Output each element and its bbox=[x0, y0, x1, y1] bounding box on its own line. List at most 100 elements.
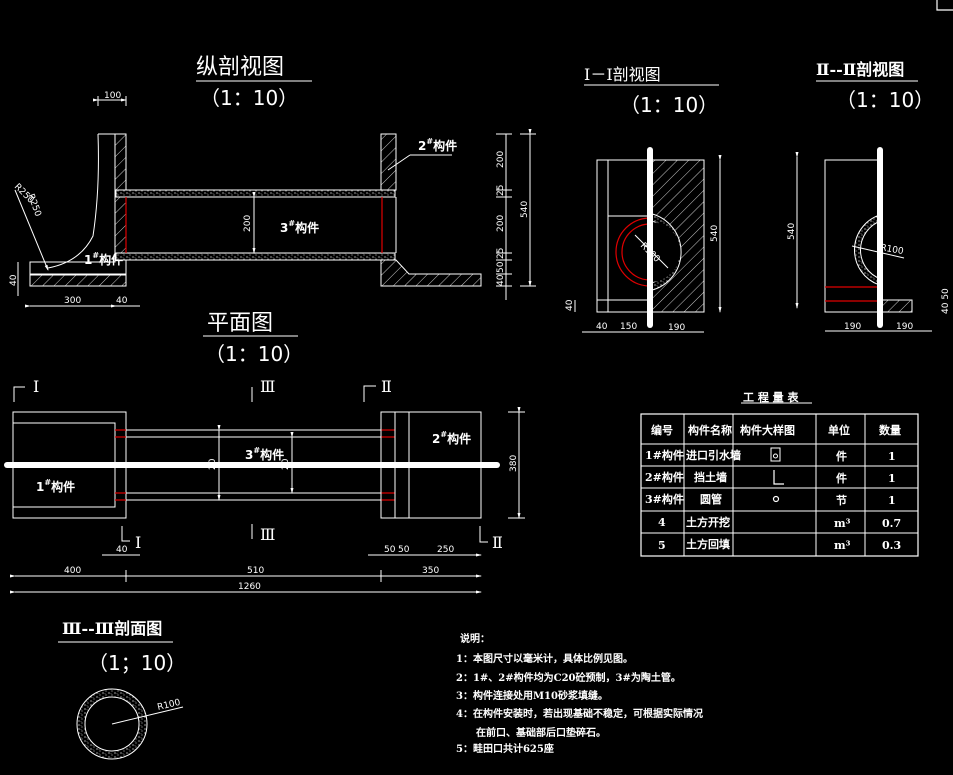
section1-title: Ⅰ－Ⅰ剖视图 bbox=[584, 65, 661, 84]
plan-title: 平面图 bbox=[207, 311, 273, 336]
longitudinal-scale: （1：10） bbox=[200, 86, 298, 110]
table-title: 工 程 量 表 bbox=[743, 390, 799, 404]
part1-curve bbox=[47, 133, 99, 269]
section-2-view: Ⅱ--Ⅱ剖视图 （1：10） R100 540 190 190 40 50 bbox=[787, 60, 951, 332]
header-name: 构件名称 bbox=[688, 423, 732, 437]
section2-side: 40 50 bbox=[941, 288, 951, 314]
section1-w150: 150 bbox=[620, 322, 637, 332]
plan-mark-2-top: Ⅱ bbox=[381, 377, 392, 396]
plan-part2-label: 2#构件 bbox=[432, 430, 471, 446]
note-4-cont: 在前口、基础部后口垫碎石。 bbox=[456, 726, 606, 739]
row5-id: 5 bbox=[658, 539, 666, 552]
dim-300: 300 bbox=[64, 296, 81, 306]
row1-qty: 1 bbox=[888, 450, 896, 463]
plan-dim-250: 250 bbox=[437, 545, 454, 555]
row1-unit: 件 bbox=[836, 449, 847, 463]
row4-qty: 0.7 bbox=[882, 517, 901, 530]
box-with-circle-icon bbox=[770, 447, 781, 462]
row5-unit: m³ bbox=[834, 539, 851, 552]
plan-mark-2-bottom: Ⅱ bbox=[492, 533, 503, 552]
row3-name: 圆管 bbox=[700, 492, 722, 506]
section-1-view: Ⅰ－Ⅰ剖视图 （1：10） R100 540 40 40 150 190 bbox=[565, 65, 722, 333]
header-unit: 单位 bbox=[828, 423, 850, 437]
section2-w190b: 190 bbox=[896, 322, 913, 332]
plan-mark-3-bottom: Ⅲ bbox=[260, 525, 275, 544]
note-5: 5：畦田口共计625座 bbox=[456, 742, 554, 755]
longitudinal-title: 纵剖视图 bbox=[196, 55, 284, 80]
section1-scale: （1：10） bbox=[620, 93, 718, 117]
row3-unit: 节 bbox=[836, 493, 847, 507]
section2-w190a: 190 bbox=[844, 322, 861, 332]
row4-name: 土方开挖 bbox=[686, 515, 730, 529]
table-row: 2#构件 挡土墙 件 1 bbox=[645, 470, 896, 485]
dim-40-left: 40 bbox=[9, 274, 19, 286]
row5-name: 土方回填 bbox=[686, 537, 730, 551]
dim-chain-5: 40 bbox=[496, 274, 506, 286]
quantity-table: 工 程 量 表 编号 构件名称 构件大样图 单位 数量 1#构件 进口引水墙 件… bbox=[640, 390, 919, 557]
row2-name: 挡土墙 bbox=[694, 470, 727, 484]
part2-base bbox=[380, 259, 482, 287]
dim-200-pipe: 200 bbox=[243, 215, 253, 232]
plan-dim-1260: 1260 bbox=[238, 582, 261, 592]
dim-chain-4: 50 bbox=[496, 261, 506, 273]
section3-title: Ⅲ--Ⅲ剖面图 bbox=[62, 619, 162, 638]
row2-unit: 件 bbox=[836, 471, 847, 485]
section2-r100: R100 bbox=[879, 243, 904, 257]
dim-chain-2: 200 bbox=[496, 215, 506, 232]
row4-unit: m³ bbox=[834, 517, 851, 530]
note-3: 3：构件连接处用M10砂浆填缝。 bbox=[456, 689, 608, 702]
plan-dim-40: 40 bbox=[116, 545, 128, 555]
row1-name: 进口引水墙 bbox=[686, 448, 741, 462]
section2-scale: （1：10） bbox=[836, 88, 934, 112]
pipe-section bbox=[77, 689, 147, 759]
dim-chain-3: 25 bbox=[496, 248, 506, 259]
row2-qty: 1 bbox=[888, 472, 896, 485]
dim-100: 100 bbox=[104, 91, 121, 101]
table-row: 5 土方回填 m³ 0.3 bbox=[658, 537, 901, 552]
notes-heading: 说明： bbox=[460, 632, 490, 645]
section2-title: Ⅱ--Ⅱ剖视图 bbox=[816, 60, 904, 79]
pipe-top-wall bbox=[115, 189, 396, 198]
notes: 说明： 1：本图尺寸以毫米计，具体比例见图。 2：1#、2#构件均为C20砼预制… bbox=[456, 632, 703, 755]
plan-mark-1-top: Ⅰ bbox=[33, 377, 39, 396]
section1-w40: 40 bbox=[596, 322, 608, 332]
table-row: 1#构件 进口引水墙 件 1 bbox=[645, 447, 896, 463]
plan-dim-380: 380 bbox=[509, 455, 519, 472]
table-row: 4 土方开挖 m³ 0.7 bbox=[658, 515, 901, 530]
l-shape-icon bbox=[773, 470, 784, 485]
row3-id: 3#构件 bbox=[645, 492, 684, 506]
row2-id: 2#构件 bbox=[645, 470, 684, 484]
row4-id: 4 bbox=[658, 516, 666, 529]
note-4: 4：在构件安装时，若出现基础不稳定，可根据实际情况 bbox=[456, 707, 703, 720]
plan-view: 平面图 （1：10） Ⅰ Ⅰ Ⅲ Ⅲ Ⅱ Ⅱ 1#构件 20 20 3#构件 bbox=[4, 311, 525, 594]
dim-chain-0: 200 bbox=[496, 151, 506, 168]
row5-qty: 0.3 bbox=[882, 539, 901, 552]
part2-label: 2#构件 bbox=[418, 137, 457, 153]
plan-part3-label: 3#构件 bbox=[245, 446, 284, 462]
plan-mark-1-bottom: Ⅰ bbox=[135, 533, 141, 552]
plan-dim-510: 510 bbox=[247, 566, 264, 576]
dim-r250b: R250 bbox=[25, 193, 43, 219]
plan-dim-50b: 50 bbox=[398, 545, 410, 555]
note-2: 2：1#、2#构件均为C20砼预制，3#为陶土管。 bbox=[456, 671, 681, 684]
row1-id: 1#构件 bbox=[645, 448, 684, 462]
dim-chain-1: 25 bbox=[496, 185, 506, 196]
part3-label: 3#构件 bbox=[280, 219, 319, 235]
header-id: 编号 bbox=[651, 423, 673, 437]
section2-540: 540 bbox=[787, 223, 797, 240]
part1-base bbox=[29, 274, 127, 287]
dim-540: 540 bbox=[520, 201, 530, 218]
row3-qty: 1 bbox=[888, 494, 896, 507]
section1-40: 40 bbox=[565, 299, 575, 311]
plan-scale: （1：10） bbox=[205, 342, 303, 366]
pipe-bottom-wall bbox=[115, 252, 396, 261]
section1-w190: 190 bbox=[668, 323, 685, 333]
note-1: 1：本图尺寸以毫米计，具体比例见图。 bbox=[456, 652, 633, 665]
plan-part1-label: 1#构件 bbox=[36, 478, 75, 494]
table-row: 3#构件 圆管 节 1 bbox=[645, 492, 896, 507]
section1-540: 540 bbox=[710, 225, 720, 242]
plan-dim-50a: 50 bbox=[384, 545, 396, 555]
frame-corner bbox=[936, 0, 953, 11]
plan-dim-350: 350 bbox=[422, 566, 439, 576]
